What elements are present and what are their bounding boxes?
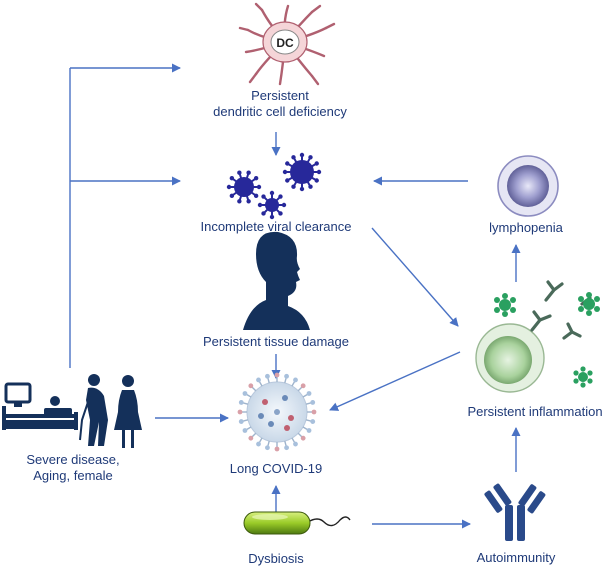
dc-label-line2: dendritic cell deficiency: [213, 104, 347, 119]
dendritic-cell-icon: DC: [238, 2, 336, 86]
cytokine-icon: [578, 292, 600, 316]
virus-icon: [234, 177, 254, 197]
lymphopenia-label: lymphopenia: [489, 220, 563, 235]
virus-icons: [226, 152, 322, 220]
dc-icon-text: DC: [276, 36, 294, 50]
cytokine-icon: [494, 293, 516, 317]
antibody-icon: [544, 280, 564, 302]
dc-label-line1: Persistent: [251, 88, 309, 103]
cytokine-icon: [573, 366, 593, 388]
tissue-damage-label: Persistent tissue damage: [203, 334, 349, 349]
risk-label-line1: Severe disease,: [26, 452, 120, 467]
virus-icon: [265, 198, 279, 212]
risk-factor-icons: [2, 374, 142, 448]
risk-factors-label: Severe disease, Aging, female: [8, 452, 138, 484]
inflammation-label: Persistent inflammation: [467, 404, 603, 419]
woman-icon: [114, 375, 142, 448]
inflammatory-cell-icon: [475, 323, 545, 393]
coronavirus-icon: [237, 372, 317, 452]
long-covid-label: Long COVID-19: [229, 461, 323, 476]
dysbiosis-label: Dysbiosis: [248, 551, 304, 566]
autoimmunity-label: Autoimmunity: [476, 550, 556, 565]
risk-label-line2: Aging, female: [33, 468, 113, 483]
antibody-icon: [562, 322, 582, 340]
elderly-person-icon: [79, 374, 108, 446]
lymphocyte-icon: [497, 155, 559, 217]
arrow-inflammation-to-long-covid: [329, 351, 461, 411]
dc-label: Persistent dendritic cell deficiency: [180, 88, 380, 120]
antibody-icon: [530, 310, 552, 332]
bacterium-icon: [243, 511, 351, 535]
antibody-large-icon: [484, 483, 546, 541]
arrow-viral-to-inflammation: [371, 227, 459, 327]
hospital-bed-patient-icon: [2, 382, 78, 430]
viral-clearance-label: Incomplete viral clearance: [200, 219, 352, 234]
virus-icon: [290, 160, 314, 184]
cytokine-icons: [494, 292, 600, 388]
head-silhouette-icon: [243, 231, 310, 330]
